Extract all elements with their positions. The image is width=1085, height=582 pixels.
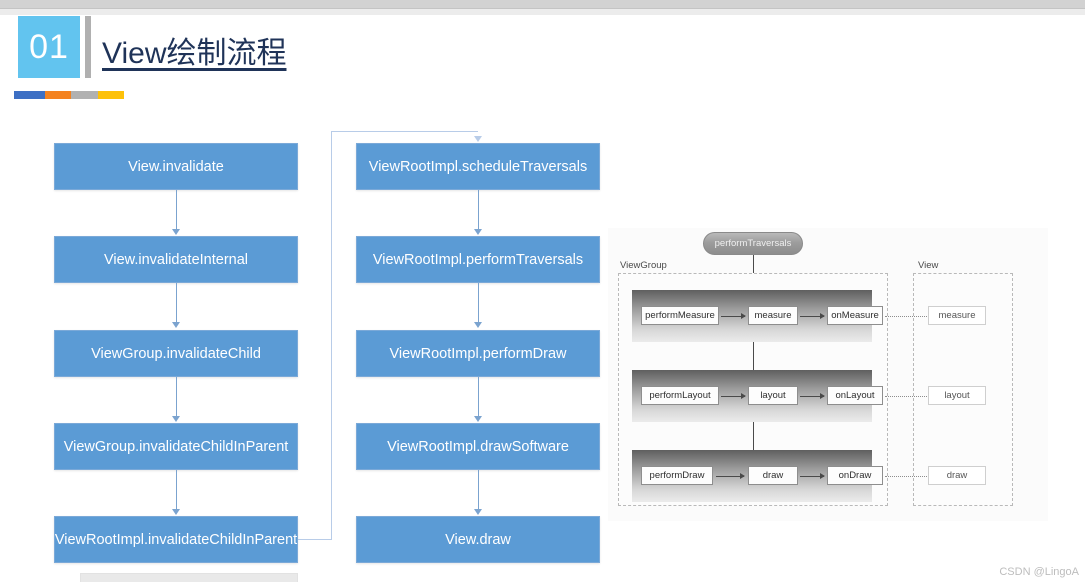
cross-connector-h-top bbox=[331, 131, 478, 132]
flow-arrowhead-r1 bbox=[474, 229, 482, 235]
strip-segment-orange bbox=[44, 91, 72, 99]
ref-box-draw: draw bbox=[748, 466, 798, 485]
cross-connector-arrowhead bbox=[474, 136, 482, 142]
flow-arrow-r2 bbox=[478, 283, 479, 323]
ref-label-viewgroup: ViewGroup bbox=[620, 260, 667, 271]
ref-box-onmeasure: onMeasure bbox=[827, 306, 883, 325]
ref-box-performlayout: performLayout bbox=[641, 386, 719, 405]
cross-connector-v bbox=[331, 131, 332, 540]
ref-box-view-measure: measure bbox=[928, 306, 986, 325]
window-chrome-bar bbox=[0, 0, 1085, 9]
ref-box-measure: measure bbox=[748, 306, 798, 325]
flow-node-viewrootimpl-invalidatechildinparent[interactable]: ViewRootImpl.invalidateChildInParent bbox=[54, 516, 298, 563]
flow-arrow-r1 bbox=[478, 190, 479, 230]
window-chrome-bar-secondary bbox=[0, 9, 1085, 15]
ref-box-layout: layout bbox=[748, 386, 798, 405]
flow-arrow-l4 bbox=[176, 470, 177, 510]
strip-segment-yellow bbox=[97, 91, 124, 99]
flow-node-view-invalidate[interactable]: View.invalidate bbox=[54, 143, 298, 190]
strip-segment-blue bbox=[14, 91, 45, 99]
flow-arrowhead-l1 bbox=[172, 229, 180, 235]
flow-arrowhead-r2 bbox=[474, 322, 482, 328]
ref-box-onlayout: onLayout bbox=[827, 386, 883, 405]
section-number-badge: 01 bbox=[18, 16, 80, 78]
flow-arrow-l2 bbox=[176, 283, 177, 323]
ref-box-view-layout: layout bbox=[928, 386, 986, 405]
flow-node-viewgroup-invalidatechildinparent[interactable]: ViewGroup.invalidateChildInParent bbox=[54, 423, 298, 470]
strip-segment-gray bbox=[71, 91, 98, 99]
accent-color-strip bbox=[14, 91, 124, 99]
flow-arrowhead-r3 bbox=[474, 416, 482, 422]
flow-node-partial-offscreen bbox=[80, 573, 298, 582]
flow-arrowhead-l2 bbox=[172, 322, 180, 328]
flow-node-drawsoftware[interactable]: ViewRootImpl.drawSoftware bbox=[356, 423, 600, 470]
ref-arrow-measure-2 bbox=[800, 313, 825, 319]
flow-node-performdraw[interactable]: ViewRootImpl.performDraw bbox=[356, 330, 600, 377]
flow-node-scheduletraversals[interactable]: ViewRootImpl.scheduleTraversals bbox=[356, 143, 600, 190]
flow-node-viewgroup-invalidatechild[interactable]: ViewGroup.invalidateChild bbox=[54, 330, 298, 377]
flow-arrow-l3 bbox=[176, 377, 177, 417]
flow-node-performtraversals[interactable]: ViewRootImpl.performTraversals bbox=[356, 236, 600, 283]
reference-diagram-panel: performTraversals ViewGroup View perform… bbox=[608, 228, 1048, 521]
ref-entry-pill: performTraversals bbox=[703, 232, 803, 255]
flow-arrowhead-l3 bbox=[172, 416, 180, 422]
page-title: View绘制流程 bbox=[102, 37, 287, 70]
ref-arrow-layout-2 bbox=[800, 393, 825, 399]
ref-arrow-measure-1 bbox=[721, 313, 746, 319]
badge-divider bbox=[85, 16, 91, 78]
watermark-label: CSDN @LingoA bbox=[999, 566, 1079, 578]
ref-arrow-draw-1 bbox=[716, 473, 745, 479]
ref-box-ondraw: onDraw bbox=[827, 466, 883, 485]
flow-arrow-r3 bbox=[478, 377, 479, 417]
ref-box-performdraw: performDraw bbox=[641, 466, 713, 485]
flow-arrowhead-r4 bbox=[474, 509, 482, 515]
flow-node-view-draw[interactable]: View.draw bbox=[356, 516, 600, 563]
flow-arrow-r4 bbox=[478, 470, 479, 510]
section-number-label: 01 bbox=[29, 27, 69, 66]
ref-label-view: View bbox=[918, 260, 939, 271]
ref-arrow-draw-2 bbox=[800, 473, 825, 479]
flow-arrowhead-l4 bbox=[172, 509, 180, 515]
cross-connector-h-bottom bbox=[298, 539, 332, 540]
ref-arrow-layout-1 bbox=[721, 393, 746, 399]
flow-node-view-invalidateinternal[interactable]: View.invalidateInternal bbox=[54, 236, 298, 283]
ref-box-view-draw: draw bbox=[928, 466, 986, 485]
flow-arrow-l1 bbox=[176, 190, 177, 230]
ref-box-performmeasure: performMeasure bbox=[641, 306, 719, 325]
